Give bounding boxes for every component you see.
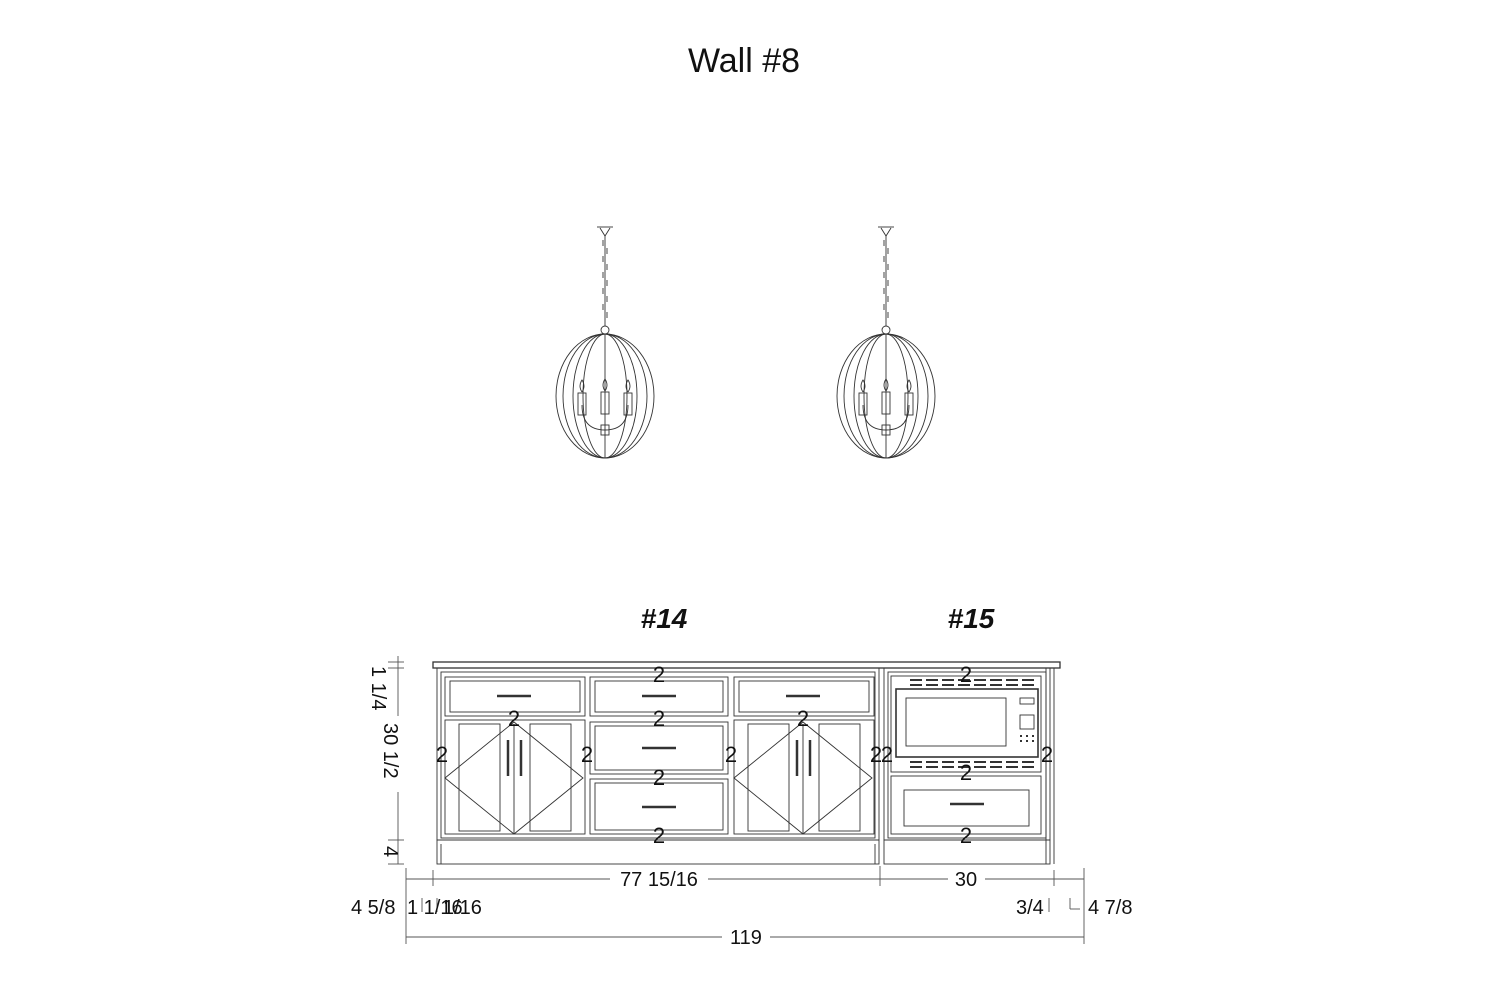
shelf-count: 2: [881, 742, 893, 767]
shelf-count: 2: [653, 823, 665, 848]
dim-counter-thickness: 1 1/4: [367, 666, 389, 710]
microwave-drawer: [890, 775, 1042, 835]
shelf-count-labels: 2 2 2 2 2 2 2 2 2 2 2 2 2 2 2: [436, 662, 1053, 848]
shelf-count: 2: [653, 706, 665, 731]
dim-toe-kick: 4: [379, 846, 401, 857]
pendant-light-right: [836, 226, 936, 459]
shelf-count: 2: [581, 742, 593, 767]
shelf-count: 2: [653, 765, 665, 790]
dim-left-gap-b: 1/16: [443, 897, 482, 919]
shelf-count: 2: [1041, 742, 1053, 767]
dim-right-overhang: 4 7/8: [1088, 897, 1132, 919]
shelf-count: 2: [960, 760, 972, 785]
horizontal-dimensions: [405, 866, 1085, 944]
cabinet-run-14: [436, 667, 880, 865]
dim-overall: 119: [730, 927, 762, 949]
dim-left-gap-a: 1 1/16: [407, 897, 463, 919]
cabinet-run-15: [883, 667, 1055, 865]
dim-right-gap: 3/4: [1016, 897, 1044, 919]
shelf-count: 2: [960, 662, 972, 687]
pendant-light-left: [555, 226, 655, 459]
shelf-count: 2: [797, 706, 809, 731]
vertical-dimensions: [388, 656, 404, 865]
shelf-count: 2: [653, 662, 665, 687]
cabinet-tag-15: #15: [948, 603, 995, 634]
dim-left-overhang: 4 5/8: [351, 897, 395, 919]
shelf-count: 2: [960, 823, 972, 848]
microwave: [890, 675, 1042, 773]
dim-run-15: 30: [955, 869, 977, 891]
shelf-count: 2: [725, 742, 737, 767]
dim-cabinet-height: 30 1/2: [379, 723, 401, 779]
cabinet-tag-14: #14: [641, 603, 688, 634]
dim-run-14: 77 15/16: [620, 869, 698, 891]
drawing-title: Wall #8: [688, 42, 800, 80]
shelf-count: 2: [436, 742, 448, 767]
shelf-count: 2: [870, 742, 882, 767]
shelf-count: 2: [508, 706, 520, 731]
